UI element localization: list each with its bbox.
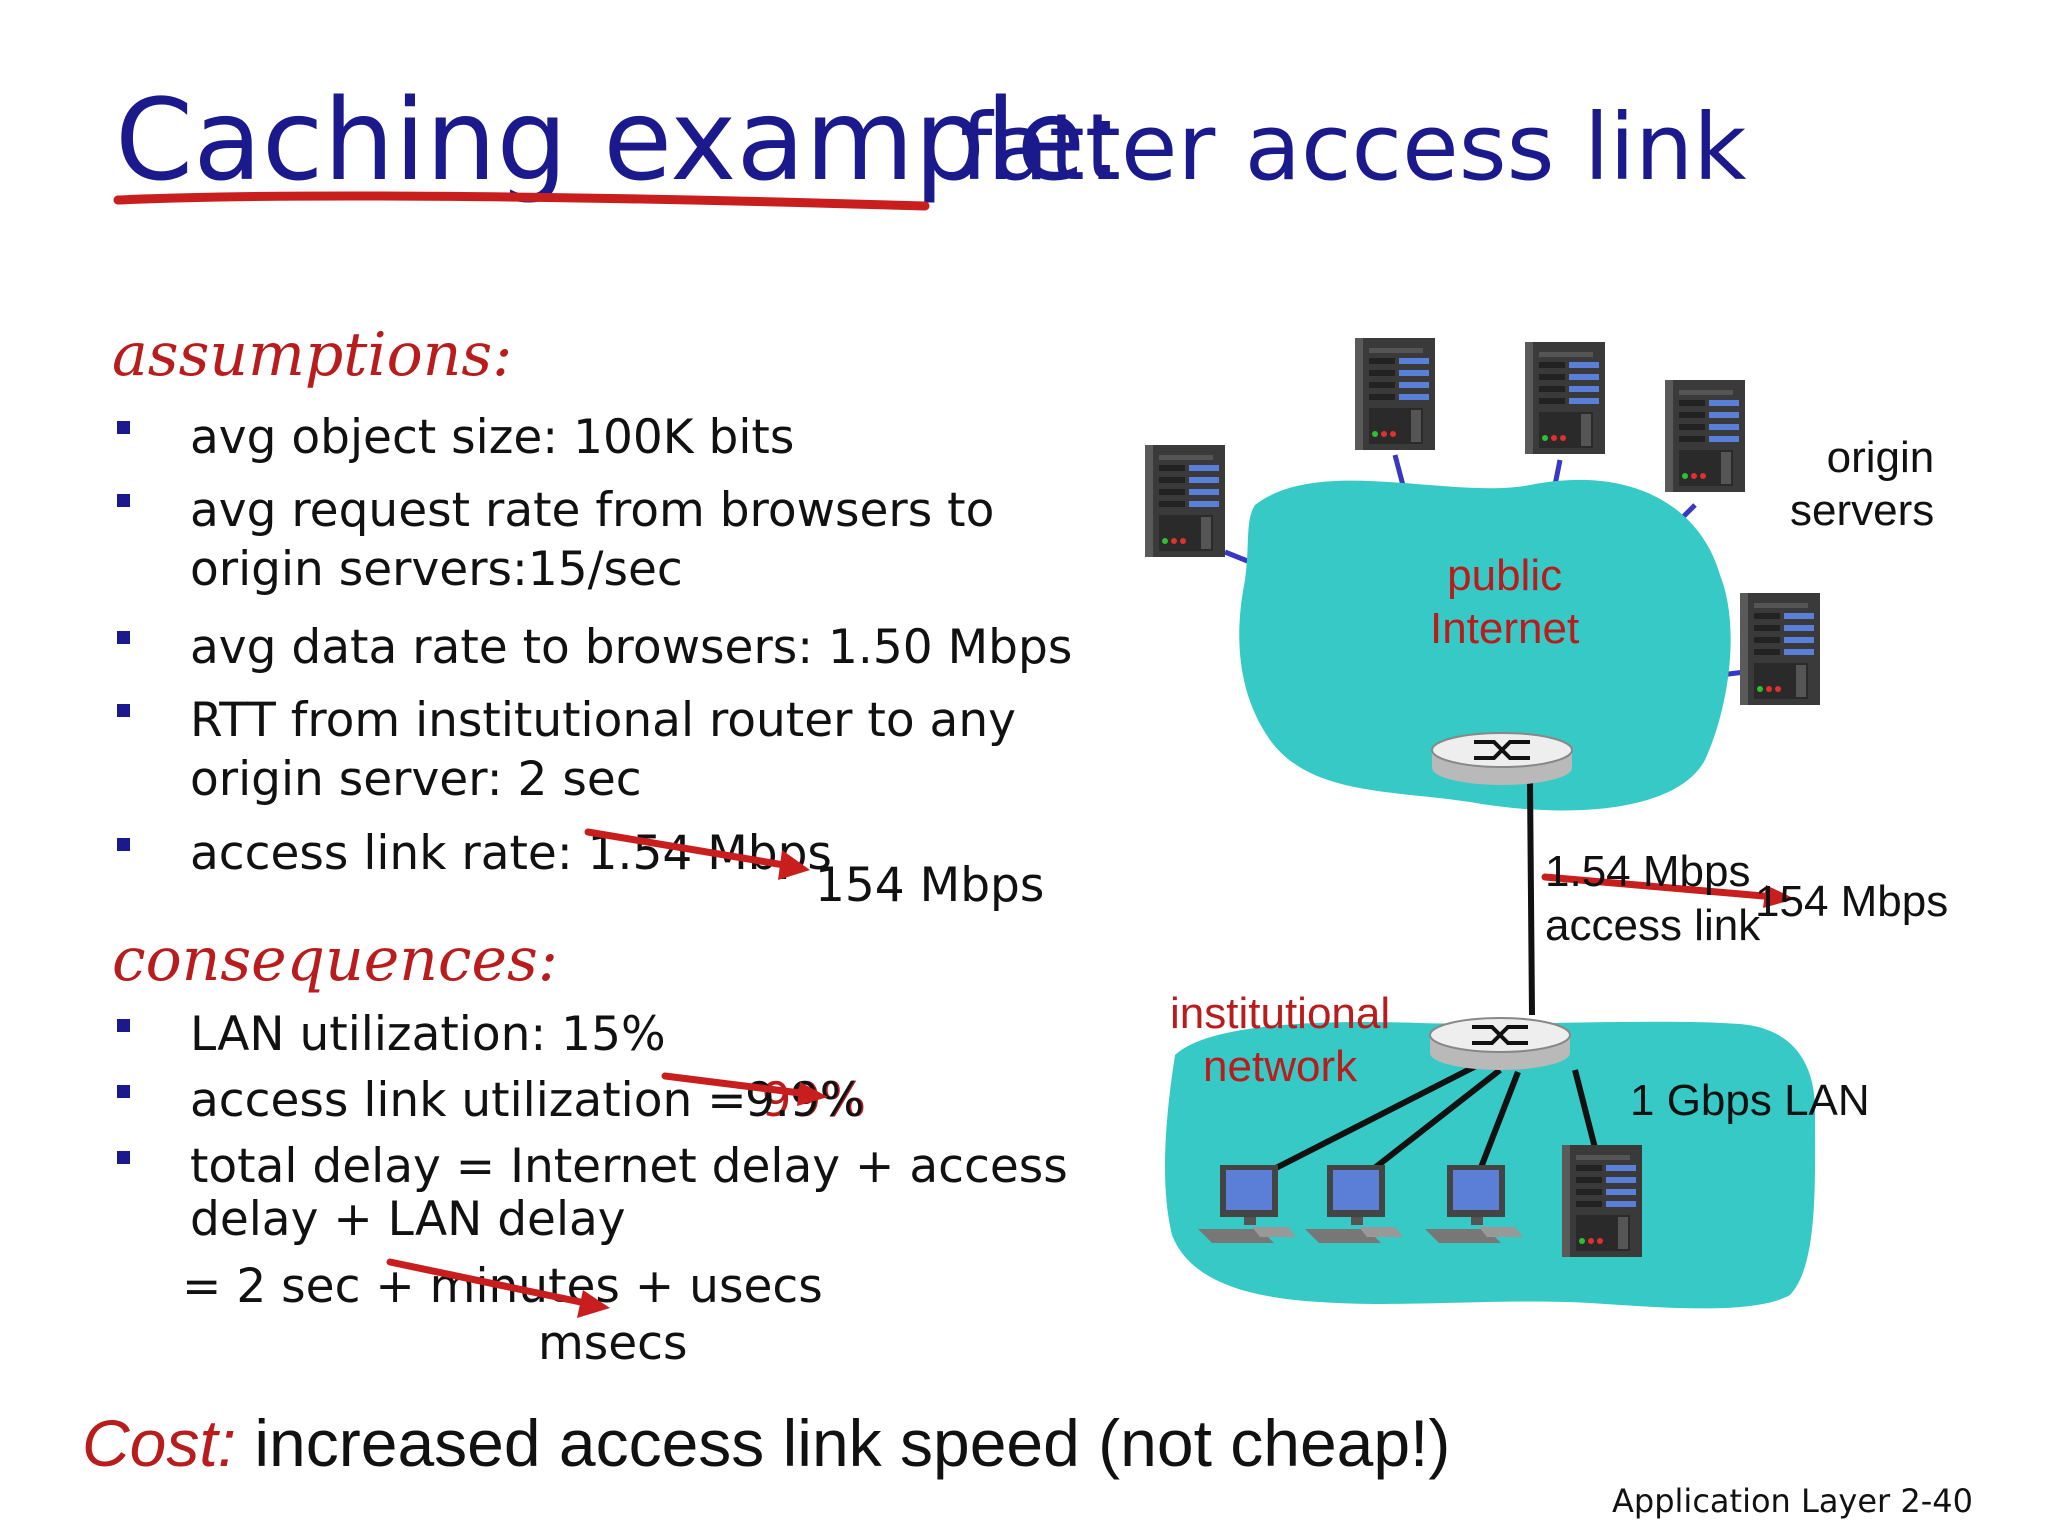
internet-router-icon [1430,731,1574,787]
total-delay-suffix: + usecs [619,1259,823,1314]
origin-servers-label-line1: origin [1826,433,1935,482]
origin-servers-label-line2: servers [1790,485,1935,535]
title-underline [113,191,930,211]
origin-server-icon [1145,445,1225,557]
consequence-total-delay-line1: total delay = Internet delay + access [190,1139,1068,1194]
consequence-access-utilization: access link utilization = 99% [190,1073,866,1129]
slide-title-main: Caching example: [115,76,1123,206]
total-delay-prefix: = 2 sec + [182,1259,430,1314]
cost-text: increased access link speed (not cheap!) [236,1406,1451,1480]
origin-server-icon [1665,380,1745,492]
bullet-marker [117,838,130,851]
total-delay-new: msecs [538,1316,688,1371]
assumption-object-size: avg object size: 100K bits [190,410,795,465]
institutional-router-icon [1428,1016,1572,1072]
bullet-marker [117,631,130,644]
institutional-network-label-line1: institutional [1170,989,1391,1038]
assumption-request-rate-line1: avg request rate from browsers to [190,483,995,538]
assumption-request-rate-line2: origin servers:15/sec [190,542,683,597]
consequences-heading: consequences: [112,925,558,995]
slide-footer: Application Layer 2-40 [1612,1482,1973,1520]
origin-server-icon [1740,593,1820,705]
access-link-rate-prefix: access link rate: [190,826,588,881]
bullet-marker [117,421,130,434]
cost-statement: Cost: increased access link speed (not c… [82,1410,1450,1476]
public-internet-cloud [1239,479,1731,811]
assumptions-heading: assumptions: [112,320,513,390]
bullet-marker [117,1085,130,1098]
access-link-label: access link [1545,901,1761,950]
public-internet-label: public Internet [1430,550,1579,656]
bullet-marker [117,704,130,717]
bullet-marker [117,1151,130,1164]
cost-label: Cost: [82,1406,237,1480]
access-link-rate-new: 154 Mbps [815,858,1045,913]
bullet-marker [117,1019,130,1032]
public-internet-label-line1: public [1447,551,1563,600]
origin-servers-label: origin servers [1790,432,1934,538]
local-server-icon [1562,1145,1642,1257]
lan-speed-label: 1 Gbps LAN [1630,1076,1870,1125]
assumption-rtt-line2: origin server: 2 sec [190,752,642,807]
consequence-lan-utilization: LAN utilization: 15% [190,1007,666,1062]
access-link-rate-new-label: 154 Mbps [1755,877,1949,926]
access-utilization-prefix: access link utilization = [190,1073,762,1128]
institutional-network-label-line2: network [1203,1041,1358,1091]
assumption-rtt-line1: RTT from institutional router to any [190,693,1016,748]
origin-server-icon [1355,338,1435,450]
public-internet-label-line2: Internet [1430,603,1580,653]
bullet-marker [117,494,130,507]
access-link-rate-old-label: 1.54 Mbps [1545,847,1751,896]
institutional-network-label: institutional network [1170,988,1390,1094]
consequence-total-delay-line3: = 2 sec + minutes + usecs [182,1259,823,1315]
consequence-total-delay-line2: delay + LAN delay [190,1192,626,1247]
origin-server-icon [1525,342,1605,454]
assumption-data-rate: avg data rate to browsers: 1.50 Mbps [190,620,1073,675]
slide-title-sub: fatter access link [960,94,1747,201]
